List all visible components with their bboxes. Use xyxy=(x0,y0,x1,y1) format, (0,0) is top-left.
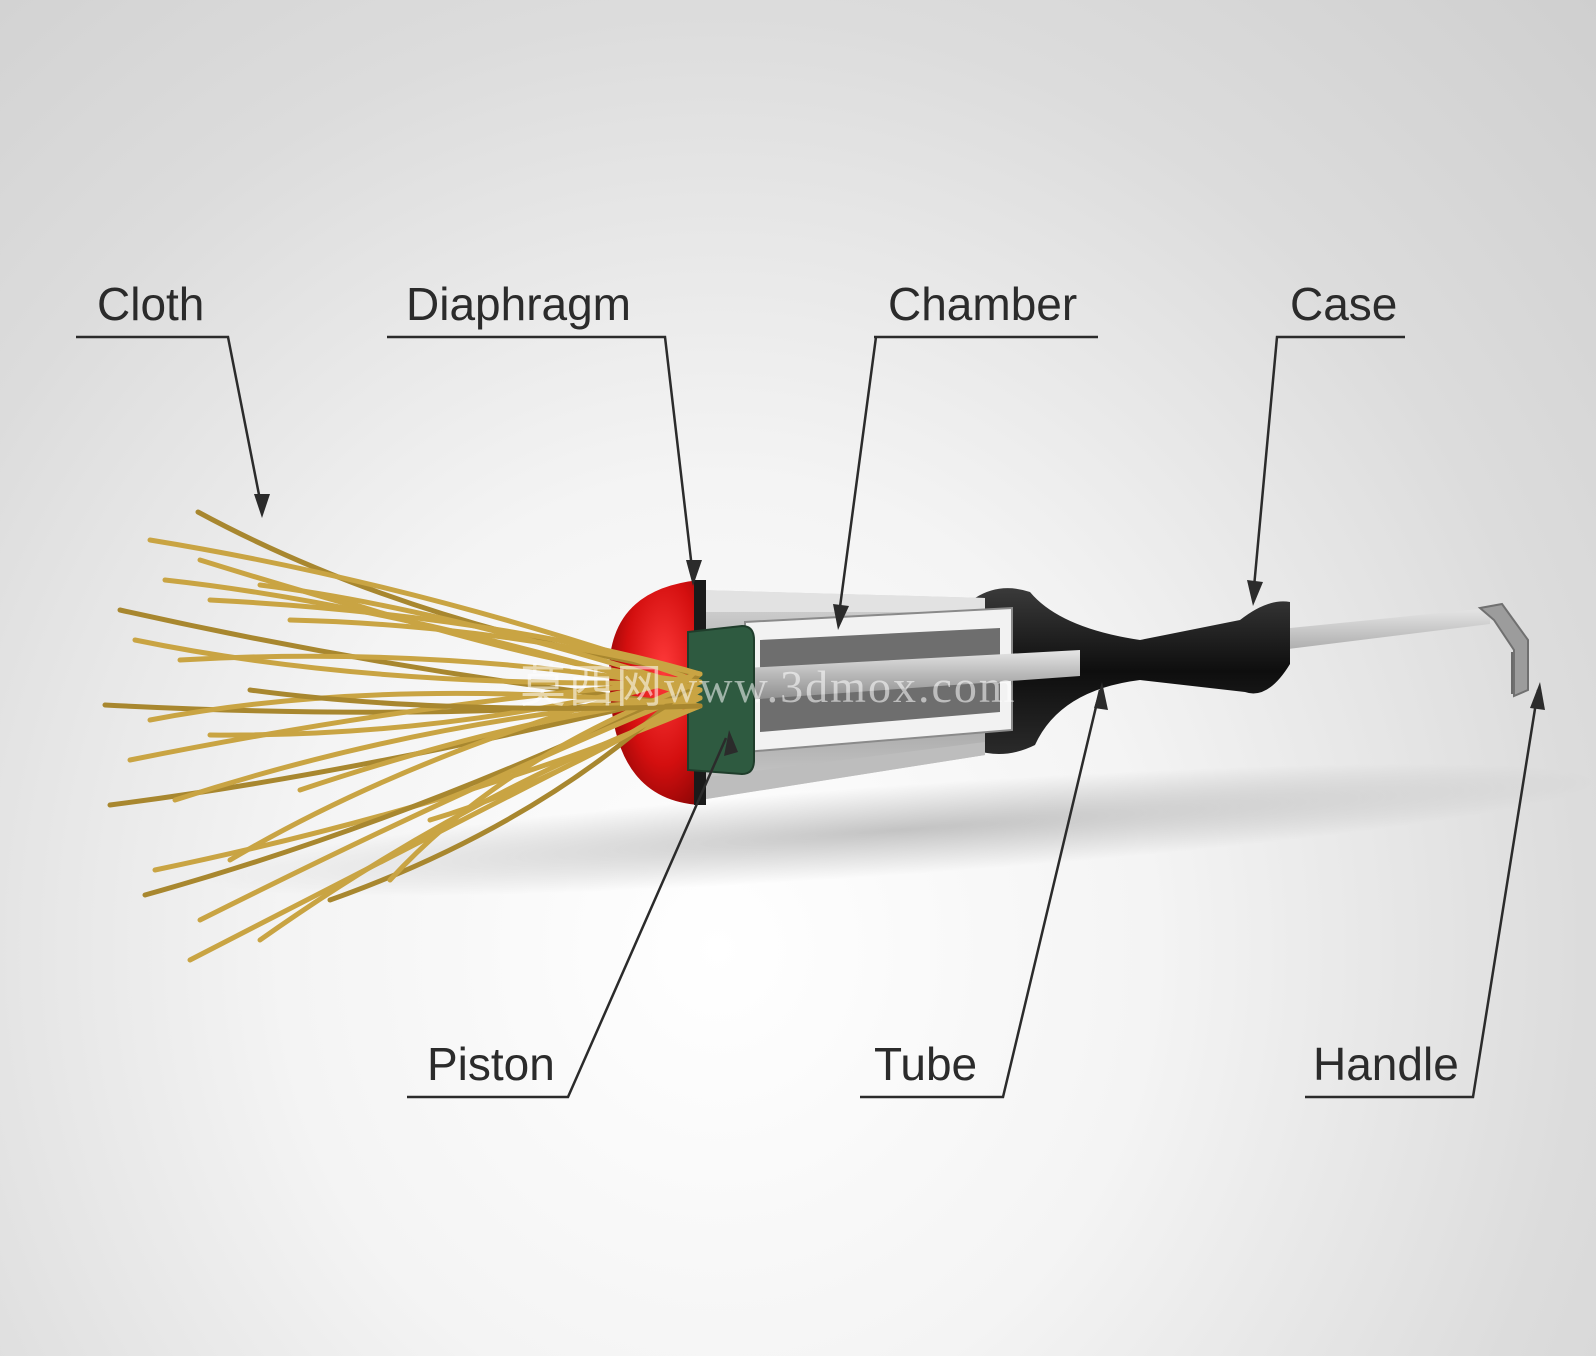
callout-line-cloth xyxy=(76,337,262,510)
label-tube: Tube xyxy=(874,1041,977,1087)
callout-line-diaphragm xyxy=(387,337,693,577)
label-cloth: Cloth xyxy=(97,281,204,327)
callout-line-handle xyxy=(1305,690,1538,1097)
callout-line-chamber xyxy=(838,337,1098,622)
watermark-text: 莫西网www.3dmox.com xyxy=(520,650,1017,716)
callout-line-case xyxy=(1253,337,1405,598)
arrowhead-handle xyxy=(1530,682,1545,710)
label-chamber: Chamber xyxy=(888,281,1077,327)
label-diaphragm: Diaphragm xyxy=(406,281,631,327)
arrowhead-case xyxy=(1247,580,1263,606)
label-case: Case xyxy=(1290,281,1397,327)
label-handle: Handle xyxy=(1313,1041,1459,1087)
arrowhead-cloth xyxy=(254,494,270,518)
label-piston: Piston xyxy=(427,1041,555,1087)
